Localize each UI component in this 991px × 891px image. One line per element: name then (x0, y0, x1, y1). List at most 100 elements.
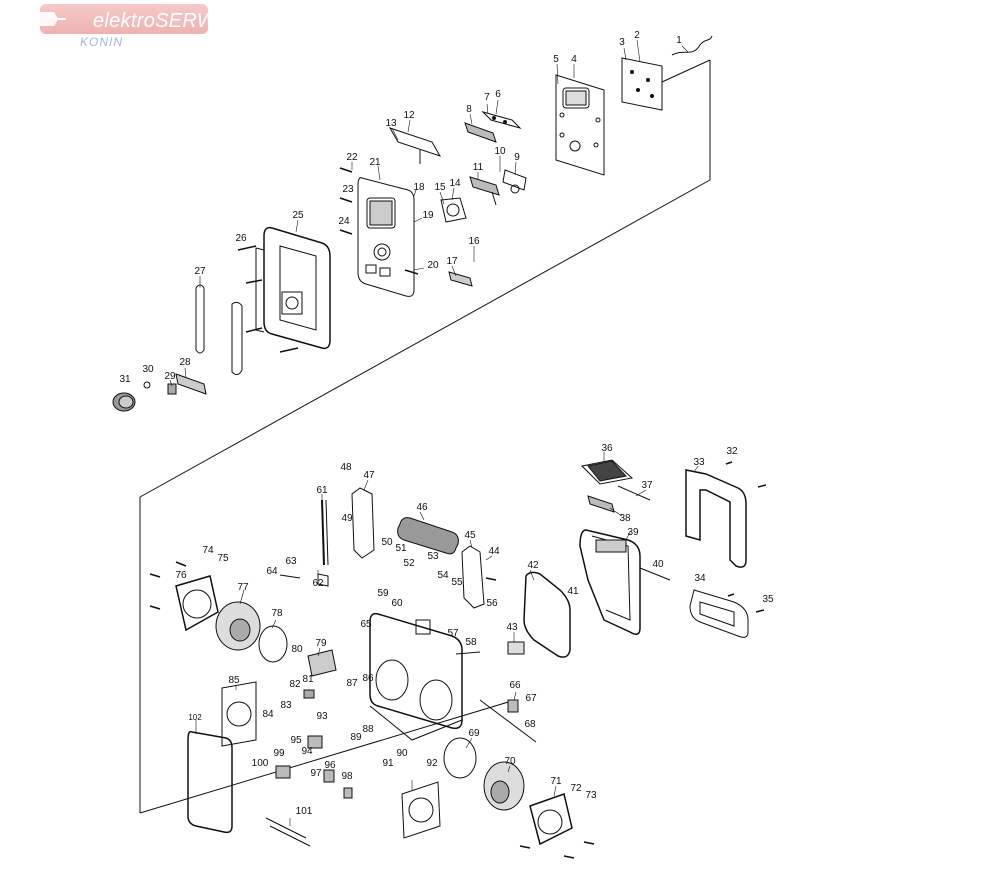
part-45-side-bracket (461, 545, 485, 609)
part-62-clip (317, 573, 329, 587)
callout-85: 85 (228, 675, 240, 686)
part-39-battery-housing (579, 529, 641, 635)
callout-9: 9 (514, 152, 520, 163)
callout-37: 37 (641, 480, 653, 491)
callout-6: 6 (495, 89, 501, 100)
callout-60: 60 (391, 598, 403, 609)
part-13-display-bracket (388, 127, 442, 164)
callout-41: 41 (567, 586, 579, 597)
callout-98: 98 (341, 771, 353, 782)
callout-13: 13 (385, 118, 397, 129)
part-33-frame-bar (685, 469, 747, 568)
callout-96: 96 (324, 760, 336, 771)
part-85-speaker-grille (221, 681, 257, 747)
part-37-rod (617, 485, 651, 501)
callout-12: 12 (403, 110, 415, 121)
callout-89: 89 (350, 732, 362, 743)
callout-2: 2 (634, 30, 640, 41)
callout-102: 102 (188, 713, 202, 722)
callout-71: 71 (550, 776, 562, 787)
callout-4: 4 (571, 54, 577, 65)
callout-26: 26 (235, 233, 247, 244)
part-77-speaker (215, 601, 261, 651)
part-98-board (343, 787, 353, 799)
callout-22: 22 (346, 152, 358, 163)
part-8-keypad (464, 122, 497, 143)
part-102-gasket (187, 730, 233, 834)
callout-80: 80 (291, 644, 303, 655)
part-92-grille (401, 781, 441, 839)
callout-81: 81 (302, 674, 314, 685)
callout-52: 52 (403, 558, 415, 569)
part-31-knob (112, 392, 136, 412)
callout-74: 74 (202, 545, 214, 556)
callout-33: 33 (693, 457, 705, 468)
callout-34: 34 (694, 573, 706, 584)
callout-72: 72 (570, 783, 582, 794)
part-47-side-bracket (351, 487, 375, 559)
callout-63: 63 (285, 556, 297, 567)
callout-30: 30 (142, 364, 154, 375)
callout-58: 58 (465, 637, 477, 648)
callout-labels: 1234567891011121314151617181920212223242… (119, 30, 774, 817)
part-68-rod (479, 699, 537, 743)
callout-56: 56 (486, 598, 498, 609)
part-30-washer (143, 381, 151, 389)
callout-47: 47 (363, 470, 375, 481)
part-40-rod (639, 567, 671, 581)
part-27-handle-rod-2 (231, 301, 243, 376)
callout-53: 53 (427, 551, 439, 562)
part-63-pin (279, 574, 301, 579)
callout-35: 35 (762, 594, 774, 605)
callout-79: 79 (315, 638, 327, 649)
callout-45: 45 (464, 530, 476, 541)
callout-18: 18 (413, 182, 425, 193)
callout-66: 66 (509, 680, 521, 691)
callout-16: 16 (468, 236, 480, 247)
part-99-board (275, 765, 291, 779)
callout-97: 97 (310, 768, 322, 779)
logo-brand-part2: SERW (155, 10, 216, 32)
callout-28: 28 (179, 357, 191, 368)
callout-10: 10 (494, 146, 506, 157)
callout-48: 48 (340, 462, 352, 473)
callout-40: 40 (652, 559, 664, 570)
callout-36: 36 (601, 443, 613, 454)
part-21-front-panel (357, 177, 415, 297)
callout-19: 19 (422, 210, 434, 221)
callout-75: 75 (217, 553, 229, 564)
callout-1: 1 (676, 35, 682, 46)
callout-7: 7 (484, 92, 490, 103)
main-housing (369, 612, 463, 741)
part-17-clip (448, 271, 473, 287)
logo-city: KONIN (80, 35, 124, 49)
callout-5: 5 (553, 54, 559, 65)
upper-enclosure-outline (139, 59, 711, 498)
callout-31: 31 (119, 374, 131, 385)
callout-78: 78 (271, 608, 283, 619)
callout-17: 17 (446, 256, 458, 267)
part-28-latch (167, 373, 207, 395)
part-14-gasket (440, 197, 467, 223)
part-61-antenna (321, 499, 329, 566)
callout-67: 67 (525, 693, 537, 704)
lower-enclosure-outline (139, 497, 516, 814)
callout-24: 24 (338, 216, 350, 227)
callout-76: 76 (175, 570, 187, 581)
part-6-bracket (481, 111, 522, 129)
callout-62: 62 (312, 578, 324, 589)
callout-86: 86 (362, 673, 374, 684)
part-81-switch (303, 689, 315, 699)
callout-20: 20 (427, 260, 439, 271)
callout-15: 15 (434, 182, 446, 193)
callout-42: 42 (527, 560, 539, 571)
part-1-wire (671, 35, 713, 56)
callout-83: 83 (280, 700, 292, 711)
callout-77: 77 (237, 582, 249, 593)
callout-91: 91 (382, 758, 394, 769)
part-71-speaker-frame (529, 793, 573, 846)
callout-44: 44 (488, 546, 500, 557)
callout-73: 73 (585, 790, 597, 801)
part-3-plate (621, 57, 663, 111)
